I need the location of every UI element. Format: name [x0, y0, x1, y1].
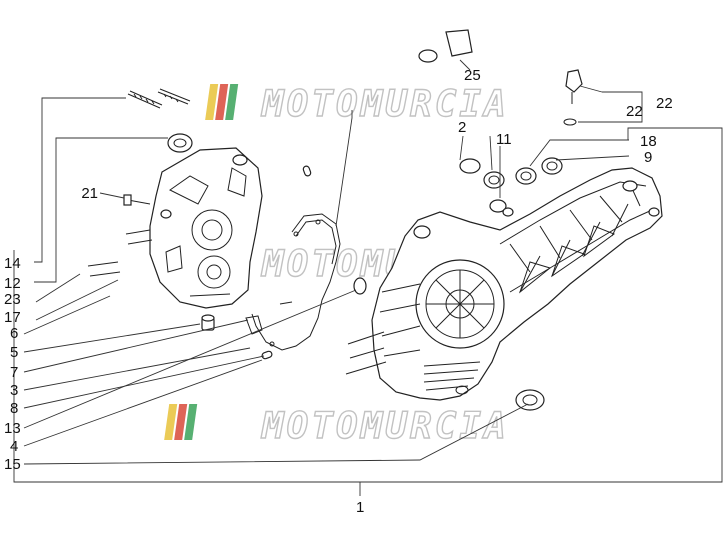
- oil-seal-12: [167, 133, 193, 153]
- callout-2: 2: [458, 119, 466, 136]
- breather-21-22: [563, 69, 583, 126]
- callout-5: 5: [10, 344, 18, 361]
- callout-25: 25: [464, 67, 481, 84]
- callout-20: 21: [81, 185, 98, 202]
- crankcase-left-half: [149, 147, 263, 309]
- bracket-25: [418, 29, 473, 63]
- dowel-pins-23-17: [87, 229, 153, 277]
- callout-1: 1: [356, 499, 364, 516]
- watermark-text: MOTOMURCIA: [261, 84, 509, 125]
- watermark-top: MOTOMURCIA: [205, 83, 509, 126]
- callout-17: 17: [4, 309, 21, 326]
- callout-8: 8: [10, 400, 18, 417]
- callout-9: 9: [644, 149, 652, 166]
- callout-13: 13: [4, 420, 21, 437]
- oil-seal-15: [515, 389, 545, 411]
- callout-23: 23: [4, 291, 21, 308]
- callout-18: 18: [640, 133, 657, 150]
- callout-labels: 14 12 23 17 6 5 7 3 8 13 4 15 21 1 2 11 …: [4, 67, 673, 516]
- callout-7: 7: [10, 364, 18, 381]
- callout-22: 22: [626, 103, 643, 120]
- callout-11: 11: [496, 131, 512, 148]
- dowel-7-8: [261, 165, 312, 360]
- callout-15: 15: [4, 456, 21, 473]
- watermark-bottom: MOTOMURCIA: [164, 404, 509, 448]
- crankcase-right-half: [345, 167, 663, 401]
- callout-6: 6: [10, 325, 18, 342]
- bolt-20: [123, 194, 151, 206]
- bearing-row: [459, 157, 563, 217]
- crankcase-gasket: [251, 213, 341, 351]
- callout-4: 4: [10, 438, 18, 455]
- callout-12: 12: [4, 275, 21, 292]
- oil-seal-13: [353, 277, 367, 295]
- watermark-text: MOTOMURCIA: [261, 406, 509, 447]
- studs-14: [127, 88, 191, 109]
- bracket-3: [245, 301, 293, 335]
- callout-14: 14: [4, 255, 21, 272]
- callout-3: 3: [10, 382, 18, 399]
- callout-21: 22: [656, 95, 673, 112]
- leader-lines: [13, 59, 723, 496]
- plug-6: [201, 314, 215, 331]
